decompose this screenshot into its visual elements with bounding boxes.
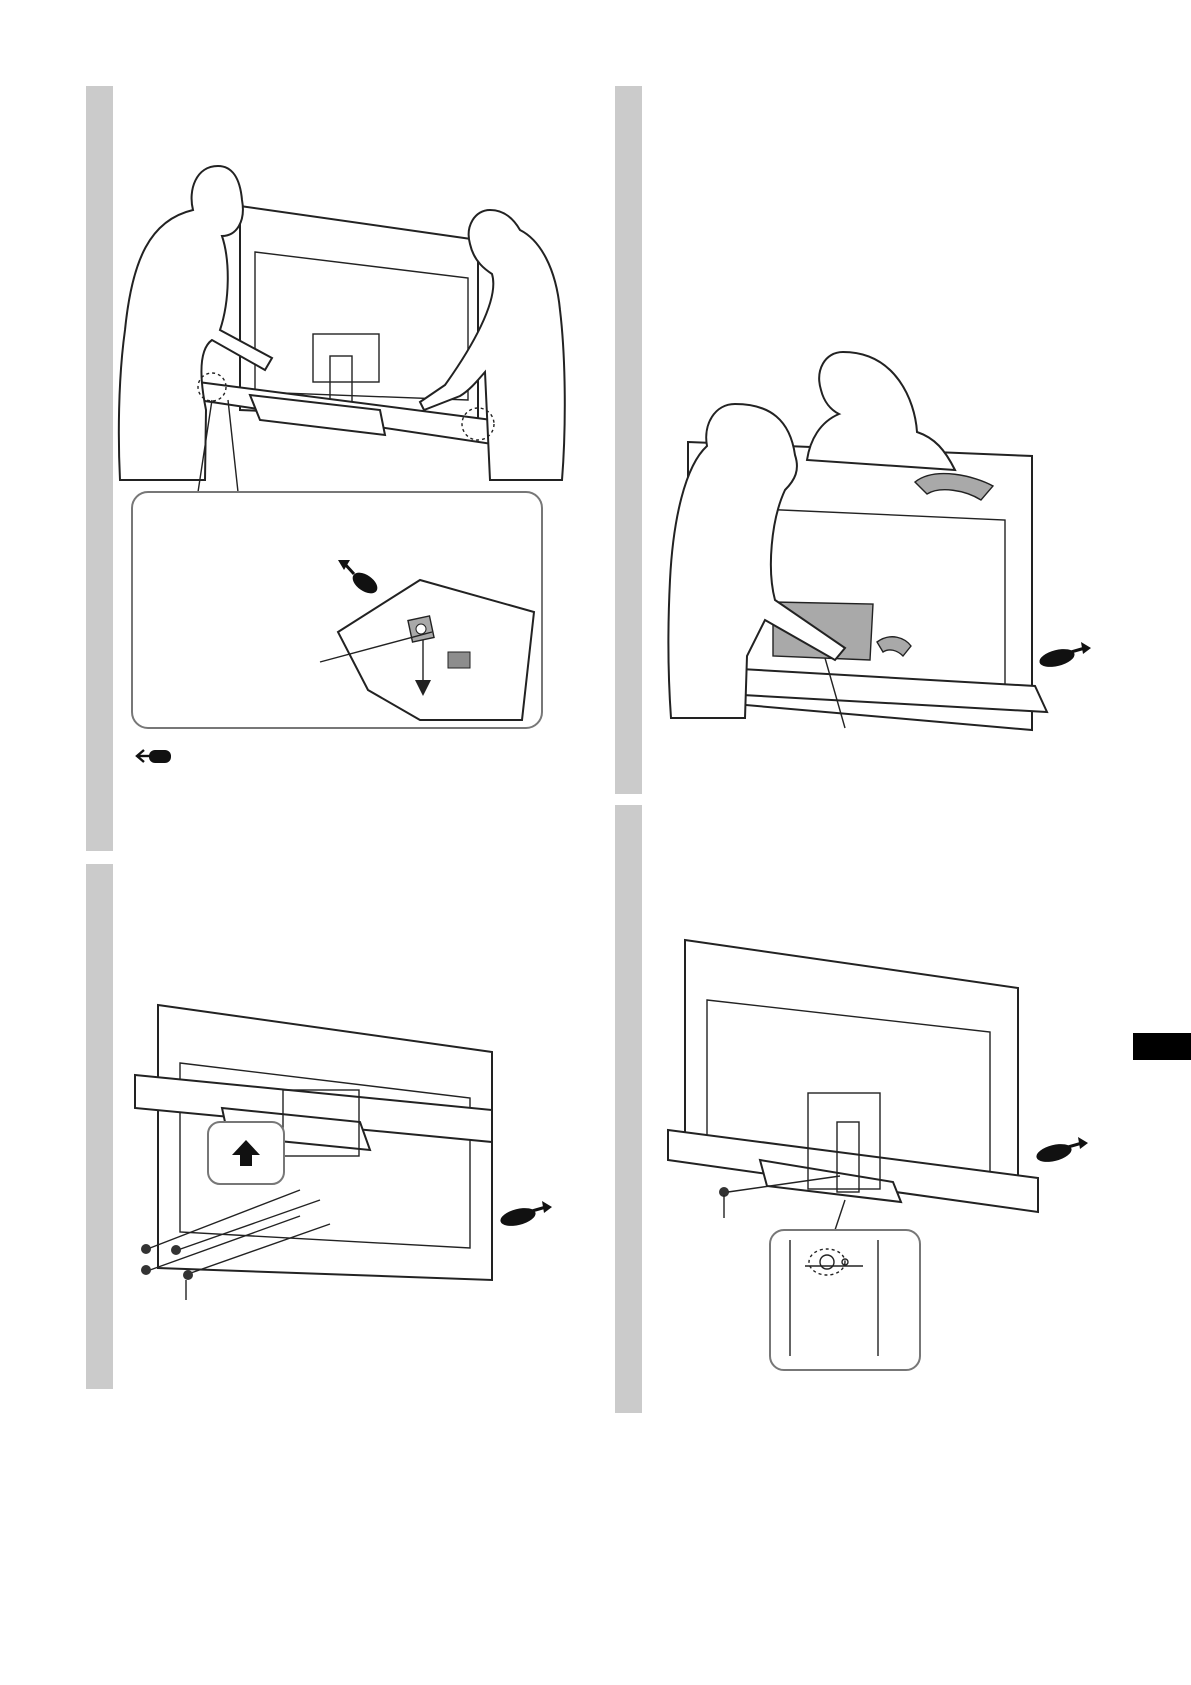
up-arrow-badge-icon [208,1122,284,1184]
hand-direction-icon [1035,1137,1088,1165]
step-3-panel [0,860,595,1400]
bracket-detail-icon [770,1230,920,1370]
back-arrow-icon [137,750,171,763]
step-2-panel [595,0,1191,800]
side-tab [1133,1033,1191,1060]
person-silhouette-icon [807,352,955,470]
step-4-panel [595,800,1133,1420]
hand-direction-icon [499,1201,552,1229]
step-2-illustration [595,0,1191,800]
step-4-illustration [595,800,1133,1420]
step-1-panel [0,0,595,860]
step-3-illustration [0,860,595,1400]
step-1-illustration [0,0,595,860]
hand-direction-icon [1038,642,1091,670]
